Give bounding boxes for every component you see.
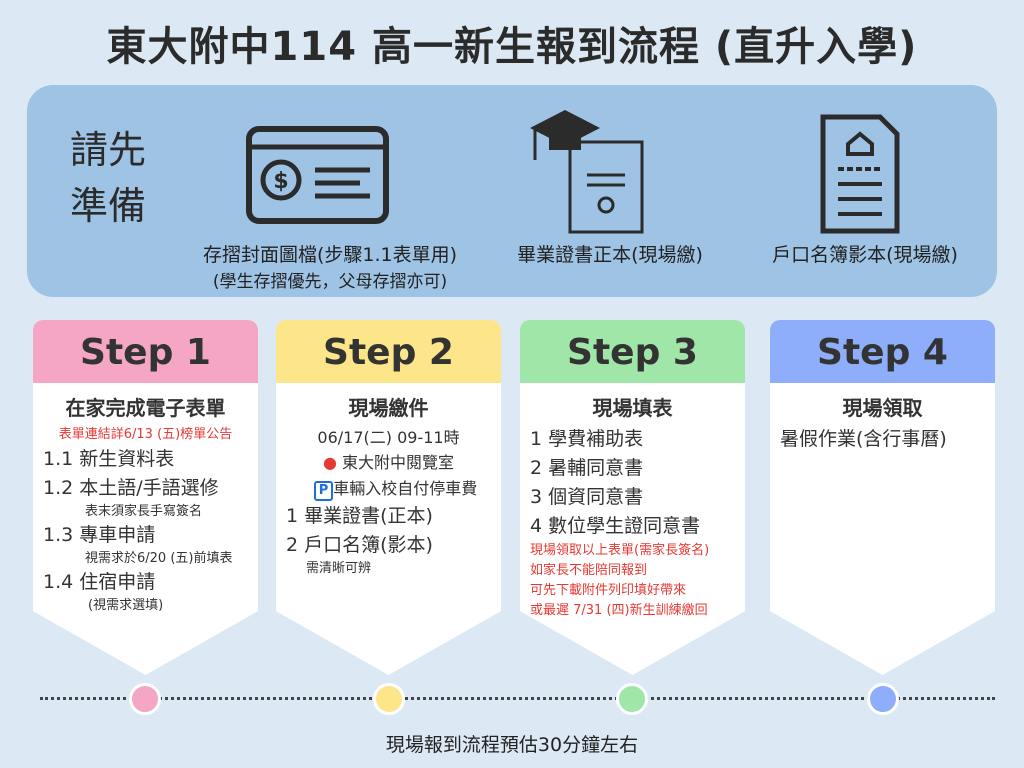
list-subnote: 需清晰可辨 [306,561,372,576]
timeline-dot-3 [616,683,648,715]
step-note: 可先下載附件列印填好帶來 [530,583,687,598]
list-subnote: 視需求於6/20 (五)前填表 [85,551,233,566]
map-pin-icon: ● [322,453,337,472]
prepare-label: 請先準備 [70,128,147,228]
step-time: 06/17(二) 09-11時 [317,428,460,447]
document-icon [820,114,900,234]
prepare-item-diploma: 畢業證書正本(現場繳) [517,244,703,266]
page-title: 東大附中114 高一新生報到流程 (直升入學) [106,24,918,70]
prepare-item-bankbook: 存摺封面圖檔(步驟1.1表單用) (學生存摺優先，父母存摺亦可) [202,244,458,292]
list-item: 1.3 專車申請 [43,524,156,546]
step-4-header: Step 4 [770,320,995,383]
step-1-card: Step 1 在家完成電子表單 表單連結詳6/13 (五)榜單公告 1.1 新生… [33,320,258,675]
list-item: 3 個資同意書 [530,486,644,508]
step-3-card: Step 3 現場填表 1 學費補助表 2 暑輔同意書 3 個資同意書 4 數位… [520,320,745,675]
list-item: 2 暑輔同意書 [530,457,644,479]
list-item: 1 學費補助表 [530,428,644,450]
diploma-icon [530,110,644,234]
list-subnote: (視需求選填) [88,598,164,613]
step-heading: 在家完成電子表單 [65,396,226,420]
list-item: 暑假作業(含行事曆) [780,428,947,450]
step-1-header: Step 1 [33,320,258,383]
step-note: 表單連結詳6/13 (五)榜單公告 [58,427,233,442]
step-note: 或最遲 7/31 (四)新生訓練繳回 [530,603,708,618]
timeline-dot-4 [867,683,899,715]
prepare-item-household: 戶口名簿影本(現場繳) [772,244,958,266]
parking-icon: P [313,481,334,501]
timeline-dot-1 [129,683,161,715]
step-heading: 現場領取 [842,396,923,420]
step-note: 現場領取以上表單(需家長簽名) [530,543,710,558]
step-3-header: Step 3 [520,320,745,383]
timeline-line [40,697,995,700]
step-note: 如家長不能陪同報到 [530,563,648,578]
list-subnote: 表末須家長手寫簽名 [85,504,203,519]
list-item: 1.1 新生資料表 [43,448,175,470]
list-item: 1.2 本土語/手語選修 [43,477,219,499]
step-4-card: Step 4 現場領取 暑假作業(含行事曆) [770,320,995,675]
step-heading: 現場填表 [592,396,673,420]
prepare-panel [27,85,997,297]
step-2-header: Step 2 [276,320,501,383]
step-place: ● 東大附中閱覽室 [322,453,455,472]
bankcard-icon: $ [246,126,389,224]
list-item: 1.4 住宿申請 [43,571,156,593]
list-item: 1 畢業證書(正本) [286,505,433,527]
footer-note: 現場報到流程預估30分鐘左右 [385,734,639,756]
svg-text:$: $ [273,169,288,194]
timeline-dot-2 [373,683,405,715]
list-item: 4 數位學生證同意書 [530,515,701,537]
list-item: 2 戶口名簿(影本) [286,534,433,556]
step-heading: 現場繳件 [348,396,429,420]
